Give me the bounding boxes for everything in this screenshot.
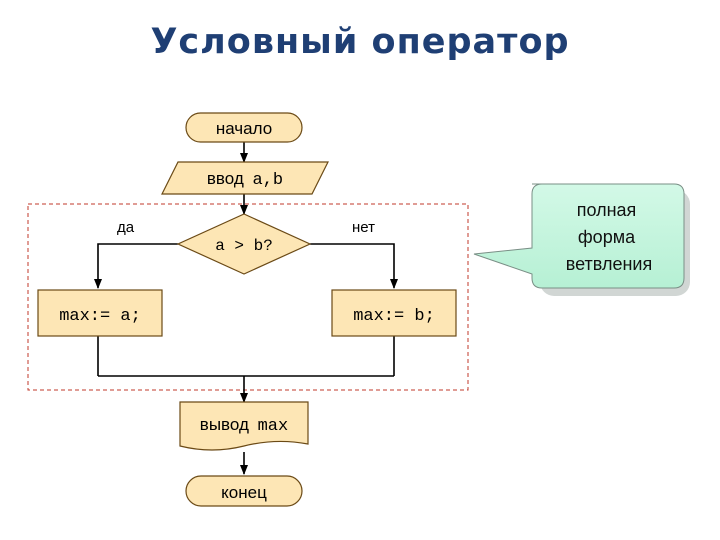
condition-block: a > b?: [176, 213, 312, 275]
callout-line-2: форма: [578, 227, 636, 247]
arrow-no-branch: [310, 243, 398, 289]
svg-text:полная форма ветвл: полная форма ветвления: [566, 200, 652, 274]
start-label: начало: [216, 119, 272, 138]
end-label: конец: [221, 483, 267, 502]
callout-line-3: ветвления: [566, 254, 652, 274]
callout: полная форма ветвления: [473, 183, 690, 296]
yes-branch-label: max:= a;: [59, 307, 141, 326]
output-var: max: [258, 417, 289, 436]
connectors: [94, 142, 398, 475]
end-block: конец: [185, 475, 303, 507]
no-branch-label: max:= b;: [353, 307, 435, 326]
svg-text:вывод max: вывод max: [200, 415, 288, 436]
start-block: начало: [185, 112, 303, 143]
input-vars: a,b: [253, 171, 284, 190]
input-block: ввод a,b: [161, 161, 329, 195]
input-keyword: ввод: [207, 169, 244, 188]
output-keyword: вывод: [200, 415, 249, 434]
no-branch-block: max:= b;: [331, 289, 457, 337]
svg-text:ввод a,b: ввод a,b: [207, 169, 283, 190]
page-title: Условный оператор: [150, 22, 570, 62]
output-block: вывод max: [179, 401, 309, 451]
yes-branch-block: max:= a;: [37, 289, 163, 337]
yes-label: да: [117, 219, 135, 236]
arrow-yes-branch: [94, 243, 178, 289]
condition-label: a > b?: [215, 237, 273, 255]
branching-frame: [27, 203, 469, 391]
no-label: нет: [352, 219, 375, 236]
callout-line-1: полная: [577, 200, 637, 220]
